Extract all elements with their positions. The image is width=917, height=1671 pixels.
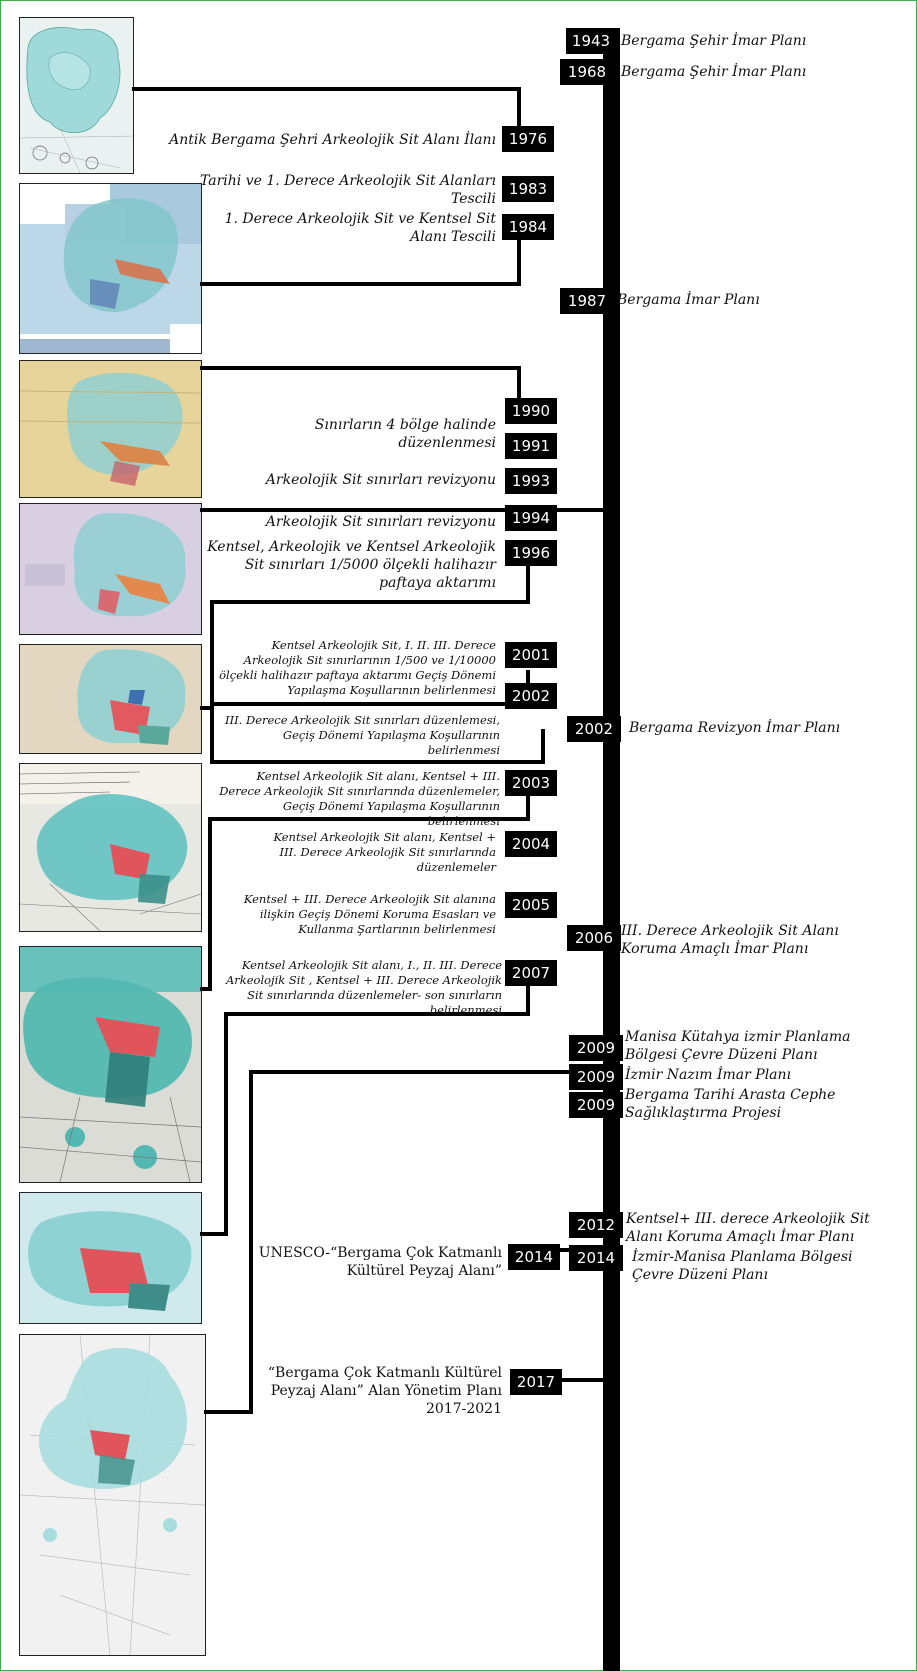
event-text-2001: Kentsel Arkeolojik Sit, I. II. III. Dere… (219, 638, 496, 697)
event-text-1987: Bergama İmar Planı (617, 292, 760, 308)
event-text-2009-c: Bergama Tarihi Arasta Cephe Sağlıklaştır… (625, 1087, 836, 1121)
connector-line (545, 1378, 605, 1382)
year-box-1993: 1993 (505, 468, 557, 494)
connector-line (132, 87, 521, 91)
year-box-1976: 1976 (502, 126, 554, 152)
event-text-1943: Bergama Şehir İmar Planı (621, 33, 807, 49)
year-box-2017: 2017 (510, 1369, 562, 1395)
year-box-2002-right: 2002 (567, 716, 621, 742)
event-text-1994: Arkeolojik Sit sınırları revizyonu (265, 514, 496, 530)
connector-line (526, 562, 530, 602)
event-text-1993: Arkeolojik Sit sınırları revizyonu (265, 472, 496, 488)
connector-line (200, 987, 212, 991)
year-box-1990: 1990 (505, 398, 557, 424)
connector-line (517, 87, 521, 127)
connector-line (210, 600, 214, 708)
event-text-1976: Antik Bergama Şehri Arkeolojik Sit Alanı… (169, 132, 496, 148)
connector-line (204, 1410, 253, 1414)
connector-line (200, 508, 605, 512)
event-text-1968: Bergama Şehir İmar Planı (621, 64, 807, 80)
map-thumbnail-2007 (19, 1192, 202, 1324)
event-text-1983: Tarihi ve 1. Derece Arkeolojik Sit Alanl… (200, 173, 496, 207)
connector-line (249, 1070, 605, 1074)
year-box-2005: 2005 (505, 892, 557, 918)
event-text-2003: Kentsel Arkeolojik Sit alanı, Kentsel + … (219, 769, 500, 828)
year-box-2003: 2003 (505, 770, 557, 796)
connector-line (210, 600, 530, 604)
event-text-2017: “Bergama Çok Katmanlı Kültürel Peyzaj Al… (267, 1365, 502, 1417)
event-text-2002: III. Derece Arkeolojik Sit sınırları düz… (225, 713, 500, 757)
event-text-2009-a: Manisa Kütahya izmir Planlama Bölgesi Çe… (625, 1029, 851, 1063)
year-box-1996: 1996 (505, 540, 557, 566)
connector-line (517, 238, 521, 286)
year-box-1968: 1968 (560, 59, 614, 85)
year-box-1984: 1984 (502, 214, 554, 240)
connector-line (200, 282, 521, 286)
map-thumbnail-2017 (19, 1334, 206, 1656)
year-box-1994: 1994 (505, 505, 557, 531)
year-box-2014-left: 2014 (508, 1244, 560, 1270)
year-box-2009-b: 2009 (569, 1064, 623, 1090)
year-box-2004: 2004 (505, 831, 557, 857)
map-thumbnail-1990 (19, 360, 202, 498)
connector-line (526, 795, 530, 819)
connector-line (208, 817, 212, 989)
connector-line (249, 1070, 253, 1414)
year-box-2001: 2001 (505, 642, 557, 668)
connector-line (200, 366, 521, 370)
timeline-spine (603, 28, 620, 1671)
year-box-2002-left: 2002 (505, 683, 557, 709)
event-text-2005: Kentsel + III. Derece Arkeolojik Sit ala… (243, 892, 496, 936)
year-box-1983: 1983 (502, 176, 554, 202)
event-text-2014-right: İzmir-Manisa Planlama Bölgesi Çevre Düze… (632, 1249, 853, 1283)
connector-line (226, 817, 530, 821)
event-text-2004: Kentsel Arkeolojik Sit alanı, Kentsel + … (273, 830, 496, 874)
map-thumbnail-1976 (19, 17, 134, 174)
year-box-2009-c: 2009 (569, 1092, 623, 1118)
year-box-2009-a: 2009 (569, 1035, 623, 1061)
connector-line (517, 366, 521, 400)
map-thumbnail-2003 (19, 763, 202, 932)
event-text-2009-b: İzmir Nazım İmar Planı (625, 1067, 792, 1083)
map-thumbnail-1983 (19, 183, 202, 354)
year-box-2012: 2012 (569, 1212, 623, 1238)
event-text-2007: Kentsel Arkeolojik Sit alanı, I., II. II… (225, 958, 502, 1017)
connector-line (224, 1012, 530, 1016)
year-box-2007: 2007 (505, 960, 557, 986)
map-thumbnail-1994 (19, 503, 202, 635)
event-text-2002-right: Bergama Revizyon İmar Planı (629, 720, 841, 736)
event-text-1984: 1. Derece Arkeolojik Sit ve Kentsel Sit … (224, 211, 496, 245)
event-text-2012: Kentsel+ III. derece Arkeolojik Sit Alan… (626, 1211, 870, 1245)
year-box-1991: 1991 (505, 433, 557, 459)
event-text-1996: Kentsel, Arkeolojik ve Kentsel Arkeoloji… (207, 539, 496, 591)
connector-line (210, 702, 530, 706)
connector-line (208, 817, 226, 821)
year-box-1943: 1943 (566, 28, 616, 54)
connector-line (210, 760, 545, 764)
event-text-2006: III. Derece Arkeolojik Sit Alanı Koruma … (621, 923, 839, 957)
connector-line (224, 1012, 228, 1234)
connector-line (526, 986, 530, 1014)
event-text-2014-left: UNESCO-“Bergama Çok Katmanlı Kültürel Pe… (258, 1245, 502, 1279)
connector-line (200, 706, 214, 710)
year-box-1987: 1987 (560, 288, 614, 314)
connector-line (210, 706, 214, 764)
map-thumbnail-2005 (19, 946, 202, 1183)
connector-line (541, 729, 545, 764)
year-box-2006: 2006 (567, 925, 621, 951)
connector-line (200, 1232, 228, 1236)
event-text-1991: Sınırların 4 bölge halinde düzenlenmesi (314, 417, 496, 451)
year-box-2014-right: 2014 (569, 1245, 623, 1271)
map-thumbnail-2001 (19, 644, 202, 754)
